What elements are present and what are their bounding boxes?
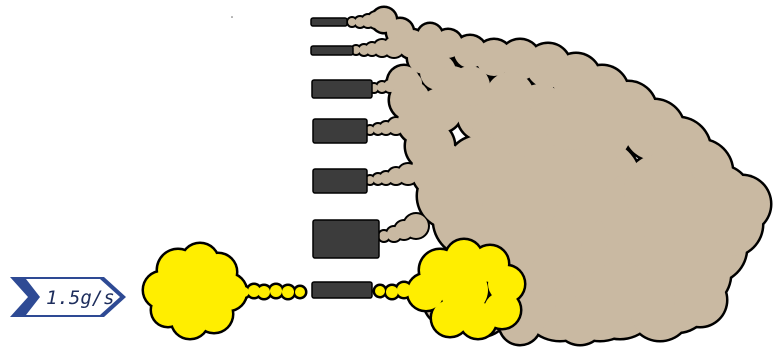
yellow-puff (172, 266, 220, 314)
smoke-trail (402, 73, 422, 93)
speck (231, 16, 233, 18)
smoke-puff (674, 274, 726, 326)
smoke-puff (668, 183, 732, 247)
exhaust-pipe-icon (311, 18, 347, 26)
smoke-puff (450, 66, 490, 106)
exhaust-pipe-icon (313, 119, 367, 143)
yellow-puff (270, 285, 282, 297)
exhaust-pipe-icon (311, 46, 353, 55)
yellow-puff (386, 286, 398, 298)
smoke-puff (556, 296, 604, 344)
yellow-puff (258, 286, 270, 298)
smoke-trail (398, 164, 418, 184)
exhaust-pipe-icon (313, 169, 367, 193)
exhaust-pipe-icon (312, 282, 372, 298)
smoke-puff (418, 24, 442, 48)
yellow-puff (239, 287, 249, 297)
smoke-trail (398, 114, 418, 134)
smoke-trail (404, 214, 428, 238)
exhaust-pipe-icon (312, 80, 372, 98)
smoke-puff (486, 72, 534, 120)
yellow-puff (440, 266, 488, 314)
yellow-puff (295, 287, 305, 297)
rate-label: 1.5g/s (46, 287, 115, 309)
smoke-trail (348, 18, 356, 26)
smoke-trail (384, 37, 404, 57)
smoke-trail (368, 12, 384, 28)
exhaust-pipes (311, 18, 379, 298)
yellow-puff (375, 286, 385, 296)
yellow-puff (282, 286, 294, 298)
exhaust-pipe-icon (313, 220, 379, 258)
rate-indicator: 1.5g/s (10, 277, 126, 317)
